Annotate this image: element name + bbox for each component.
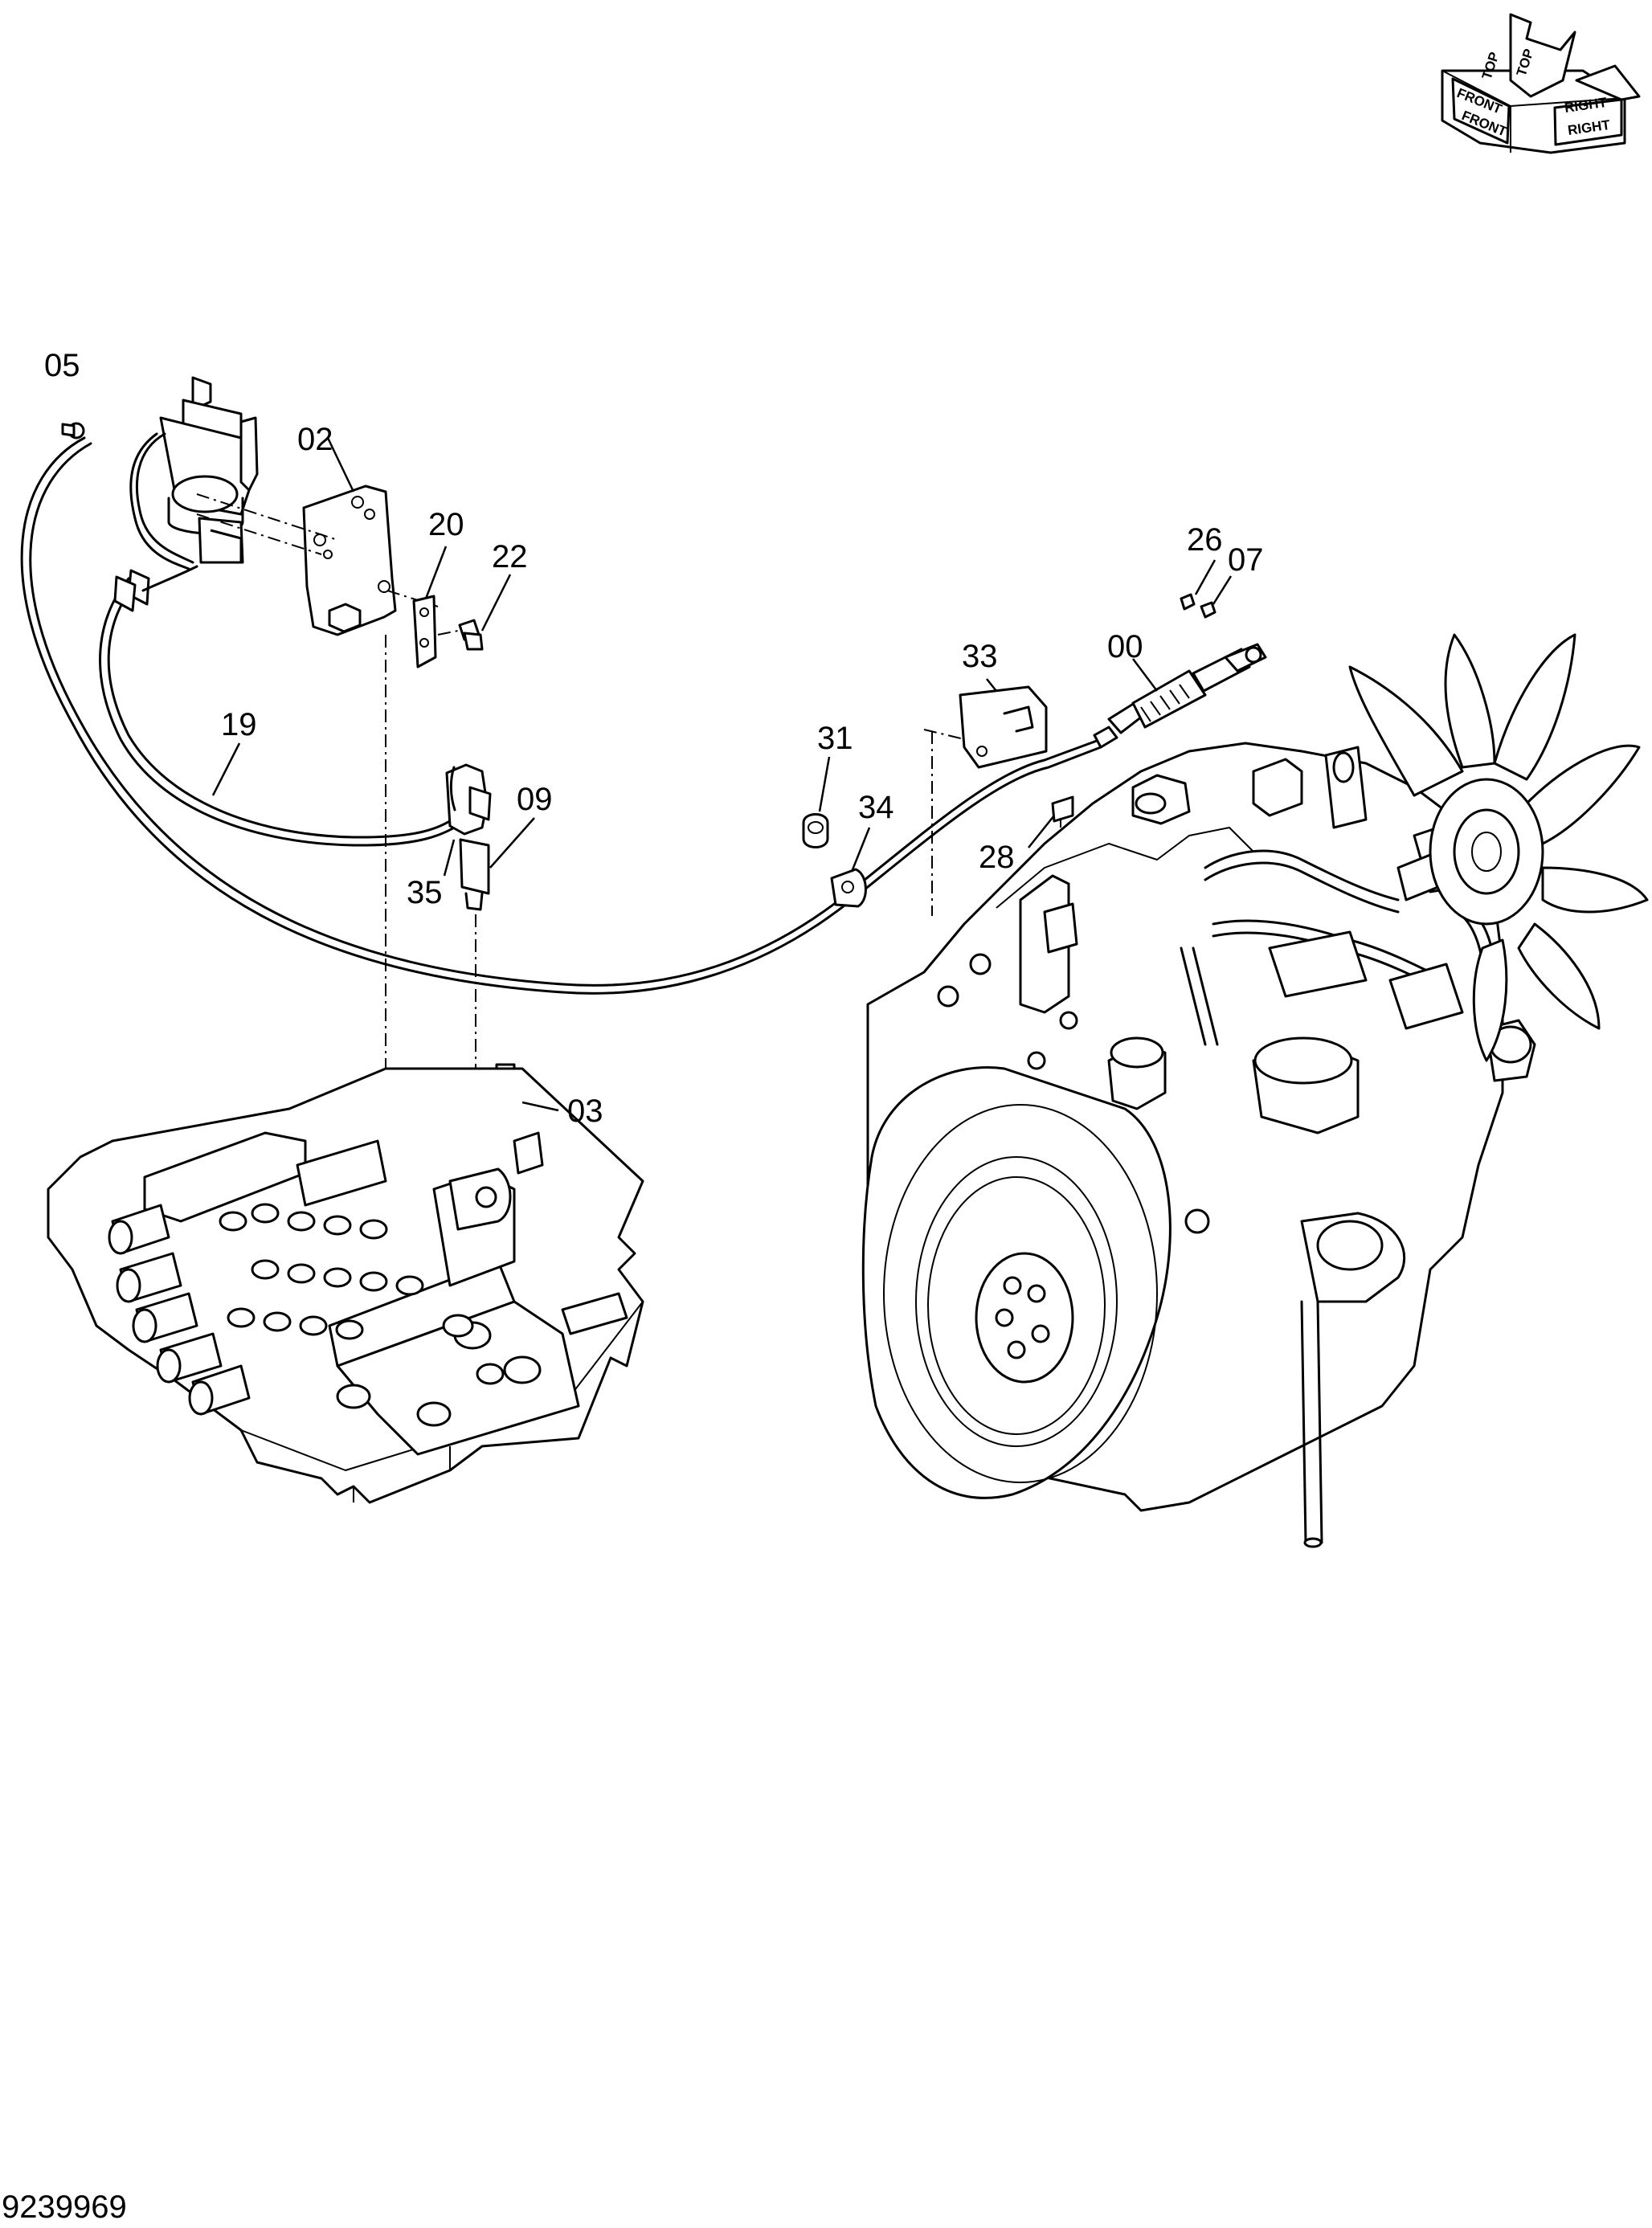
control-cable-icon	[20, 436, 1102, 995]
cable-end-00-icon	[1093, 593, 1267, 749]
valve-spool-ends	[108, 1204, 251, 1416]
callout-22: 22	[492, 539, 528, 574]
callout-02: 02	[297, 422, 333, 457]
callout-05: 05	[44, 348, 80, 383]
callout-31: 31	[817, 721, 853, 756]
control-valve-icon	[47, 1067, 644, 1504]
leader-lines	[211, 437, 1233, 1112]
callout-09: 09	[517, 782, 553, 817]
callout-20: 20	[428, 507, 464, 542]
callout-07: 07	[1228, 542, 1264, 578]
bracket-33-icon	[923, 685, 1048, 769]
callout-00: 00	[1107, 629, 1143, 664]
valve-port-row-1	[219, 1203, 388, 1240]
orientation-arrows-icon: TOP TOP FRONT FRONT RIGHT RIGHT	[1441, 13, 1641, 154]
bracket-icon	[196, 484, 439, 636]
fastener-31-icon	[802, 813, 829, 848]
callout-35: 35	[407, 875, 443, 910]
cooling-fan-icon	[1348, 633, 1649, 1062]
callout-28: 28	[979, 840, 1015, 875]
callout-19: 19	[221, 707, 257, 742]
callout-34: 34	[858, 790, 894, 825]
clamp-34-icon	[830, 868, 867, 908]
drawing-number: 9239969	[2, 2189, 127, 2225]
flywheel-icon	[861, 1066, 1172, 1499]
sensor-icon	[445, 763, 492, 911]
callout-26: 26	[1187, 522, 1223, 558]
valve-port-row-2	[251, 1259, 424, 1296]
callout-33: 33	[962, 639, 998, 674]
bracket-20-icon	[412, 595, 484, 668]
callout-03: 03	[567, 1094, 603, 1129]
actuator-icon	[61, 376, 259, 612]
valve-port-row-3	[227, 1307, 364, 1340]
